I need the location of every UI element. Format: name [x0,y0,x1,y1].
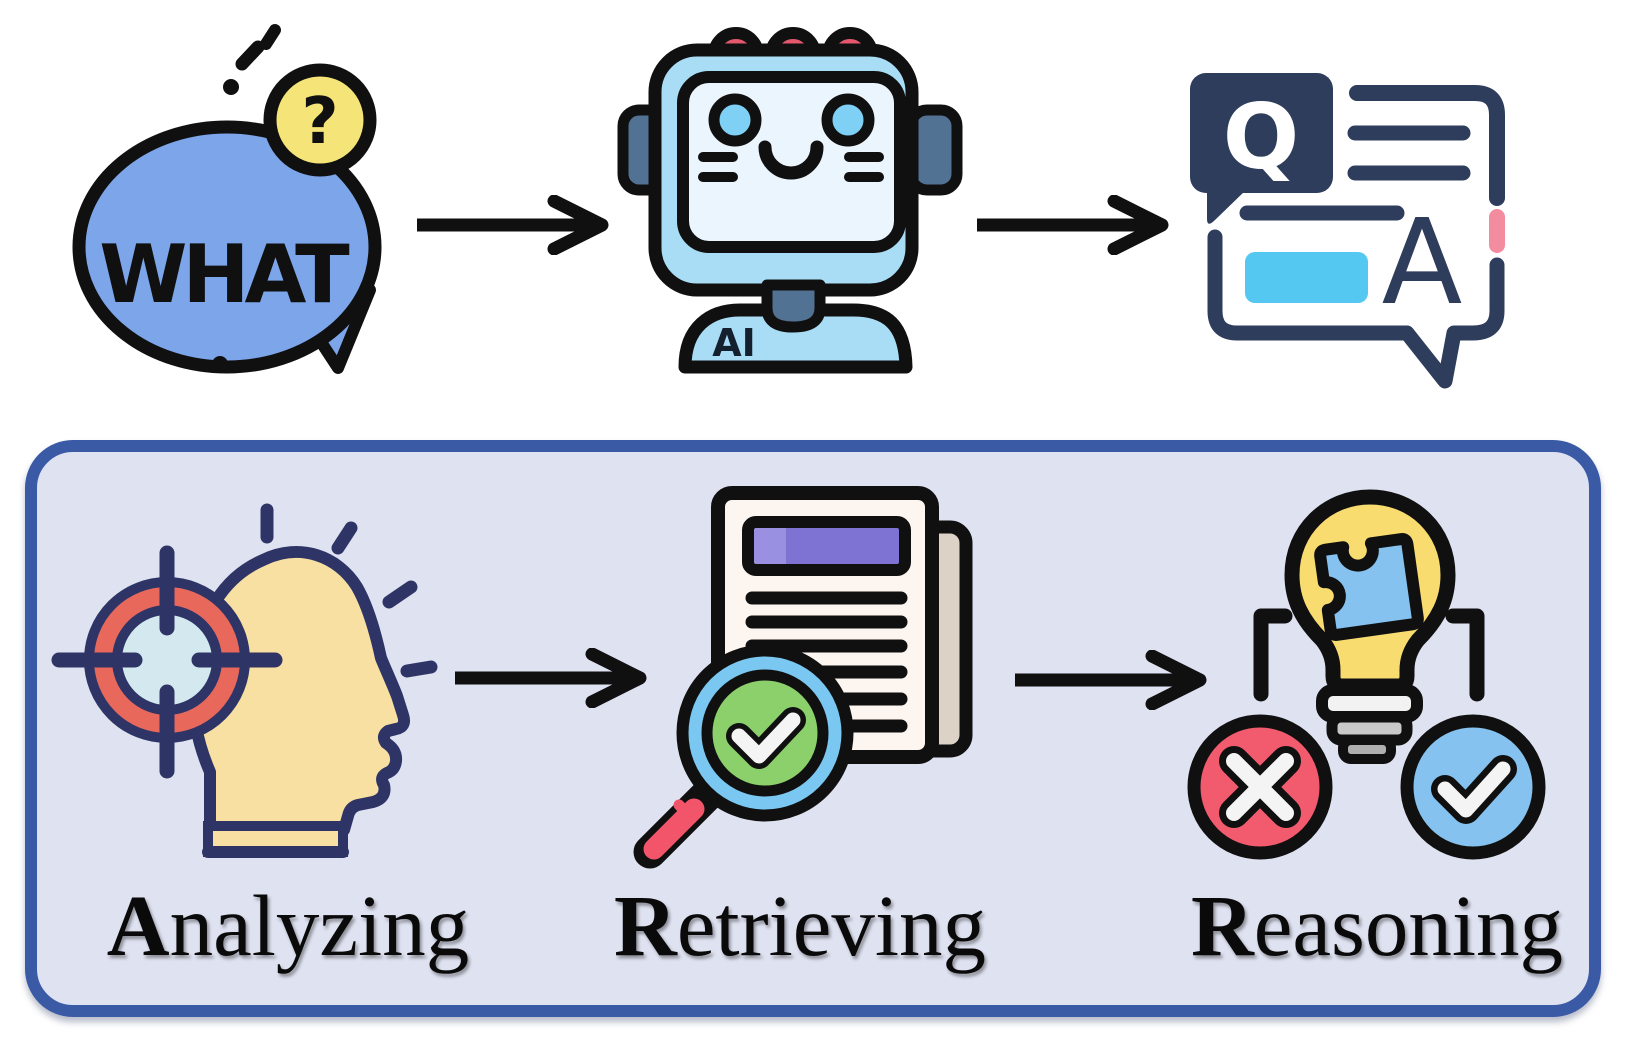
check-mark [731,712,801,764]
label-reasoning-rest: easoning [1253,877,1564,974]
bubble-text: WHAT [99,228,350,321]
robot-cheek-lines [698,152,884,182]
document-title-bar [742,516,911,576]
analyzing-head-target-icon [45,480,455,870]
speech-bubble [72,120,382,374]
arrow-question-to-robot-icon [412,194,612,256]
question-mark: ? [301,85,338,159]
question-bubble-icon: ? WHAT [70,20,400,380]
ai-robot-icon: AI [615,15,965,385]
question-letter: Q [1223,85,1300,190]
label-analyzing-initial: A [106,877,170,974]
idea-rays-icon [260,503,438,678]
answer-letter: A [1382,193,1463,331]
label-analyzing: Analyzing [28,880,548,971]
check-circle-icon [1400,714,1546,860]
label-reasoning: Reasoning [1117,880,1626,971]
arrow-robot-to-qa-icon [972,194,1172,256]
arrow-retrieving-to-reasoning-icon [1010,649,1210,711]
arrow-analyzing-to-retrieving-icon [450,647,650,709]
puzzle-piece-icon [1314,533,1424,641]
question-box: Q [1190,73,1333,224]
robot-head [648,43,919,297]
robot-eye-right [821,93,875,147]
retrieving-document-search-icon [618,478,1108,898]
question-circle: ? [263,63,377,177]
head-profile [187,546,411,858]
label-retrieving-initial: R [613,877,677,974]
magnifier-icon [633,644,854,869]
cross-circle-icon [1187,714,1333,860]
answer-bubble-outline [1207,85,1505,389]
spark-dashes-icon [223,24,281,95]
crosshair-ticks [51,545,283,779]
target-icon [51,545,283,779]
robot-body: AI [678,279,913,374]
robot-chest-label: AI [712,321,756,365]
label-analyzing-rest: nalyzing [169,877,470,974]
label-reasoning-initial: R [1190,877,1254,974]
robot-neck [761,279,826,333]
lightbulb-icon [1284,489,1456,764]
focus-brackets-icon [1253,608,1485,702]
label-retrieving: Retrieving [540,880,1060,971]
robot-eye-left [708,93,762,147]
qa-chat-icon: Q A [1185,65,1575,395]
robot-smile [758,140,824,180]
label-retrieving-rest: etrieving [676,877,987,974]
reasoning-lightbulb-icon [1175,480,1575,870]
highlight-block [1245,252,1368,303]
